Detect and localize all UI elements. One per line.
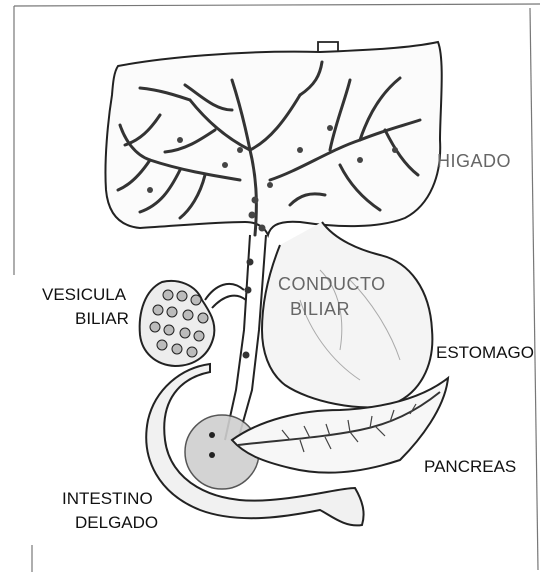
common-bile-duct: [225, 235, 266, 440]
gallbladder: [140, 281, 246, 366]
label-pancreas: PANCREAS: [424, 456, 516, 478]
label-intestino-delgado-line1: INTESTINO: [62, 488, 153, 510]
label-higado: HIGADO: [437, 150, 511, 172]
label-intestino-delgado-line2: DELGADO: [75, 512, 158, 534]
label-conducto-biliar-line1: CONDUCTO: [278, 273, 386, 295]
label-vesicula-biliar-line2: BILIAR: [75, 308, 129, 330]
label-estomago: ESTOMAGO: [436, 342, 534, 364]
label-conducto-biliar-line2: BILIAR: [290, 298, 350, 320]
label-vesicula-biliar-line1: VESICULA: [42, 284, 126, 306]
liver: [105, 42, 441, 235]
